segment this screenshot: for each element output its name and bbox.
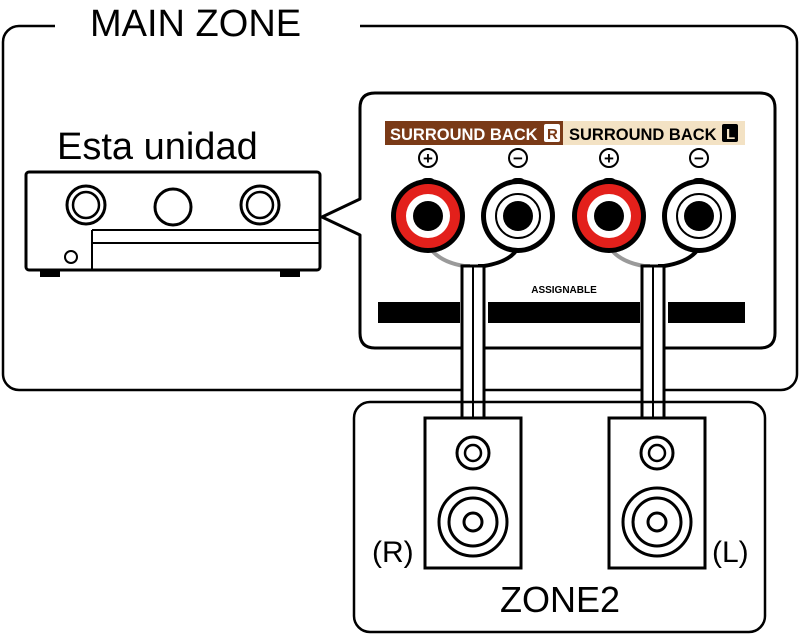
receiver-foot-left — [40, 270, 60, 277]
speaker-left-label: (L) — [712, 536, 749, 569]
terminal-base-bar — [668, 302, 745, 323]
speaker-right-icon — [423, 416, 523, 570]
svg-text:+: + — [604, 149, 614, 168]
l-badge — [722, 124, 738, 142]
knob-center-icon — [153, 187, 193, 227]
r-badge — [544, 124, 560, 142]
svg-text:+: + — [423, 149, 433, 168]
terminal-base-bar — [378, 302, 460, 323]
r-badge-letter: R — [547, 126, 558, 143]
plus-icon: + — [418, 148, 438, 168]
svg-text:−: − — [694, 149, 704, 168]
surround-back-r-band — [385, 121, 563, 145]
terminal-negative-icon — [481, 178, 555, 253]
surround-back-l-band — [563, 121, 745, 145]
power-button-icon — [64, 250, 78, 264]
unit-label: Esta unidad — [57, 126, 258, 168]
receiver-foot-right — [280, 270, 300, 277]
svg-text:−: − — [513, 149, 523, 168]
zone2-frame — [352, 400, 767, 634]
terminal-positive-icon — [391, 178, 465, 253]
minus-icon: − — [689, 148, 709, 168]
speaker-right-label: (R) — [372, 536, 414, 569]
main-zone-title: MAIN ZONE — [90, 3, 301, 45]
surround-back-r-label: SURROUND BACK — [390, 126, 538, 144]
terminal-base-bar — [488, 302, 640, 323]
minus-icon: − — [508, 148, 528, 168]
main-zone-frame — [1, 24, 799, 392]
cable-right-speaker — [460, 264, 486, 420]
cable-left-speaker — [640, 264, 666, 420]
terminal-negative-icon — [662, 178, 736, 253]
assignable-label: ASSIGNABLE — [531, 285, 597, 296]
knob-left-icon — [65, 184, 107, 226]
plus-icon: + — [599, 148, 619, 168]
zone2-title: ZONE2 — [500, 579, 620, 620]
terminal-positive-icon — [572, 178, 646, 253]
receiver-unit — [24, 170, 322, 277]
knob-right-icon — [239, 184, 281, 226]
surround-back-l-label: SURROUND BACK — [569, 126, 717, 144]
main-zone-title-backdrop — [55, 0, 360, 46]
l-badge-letter: L — [726, 126, 735, 143]
speaker-left-icon — [607, 416, 707, 570]
